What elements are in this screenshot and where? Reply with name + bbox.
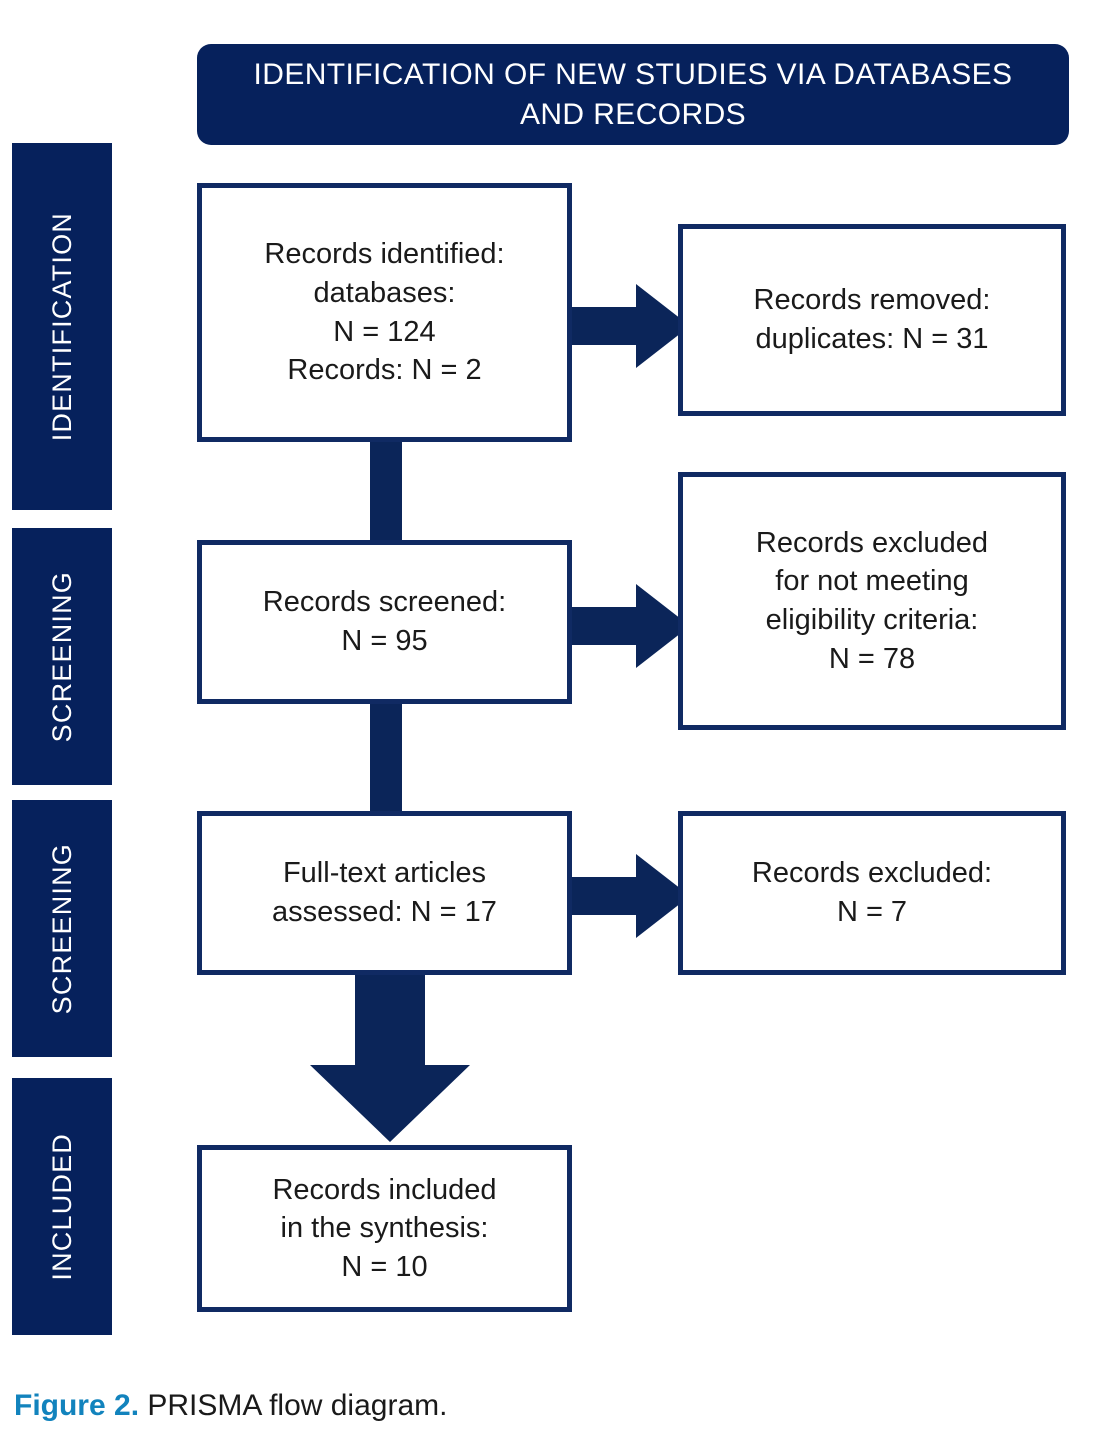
stage-band-screening-1: SCREENING bbox=[12, 528, 112, 785]
connector-identified-to-screened bbox=[370, 438, 402, 543]
box-records-identified-text: Records identified: databases: N = 124 R… bbox=[264, 238, 505, 387]
diagram-header-banner: IDENTIFICATION OF NEW STUDIES VIA DATABA… bbox=[197, 44, 1069, 145]
connector-screened-to-fulltext bbox=[370, 700, 402, 815]
stage-label-screening-2: SCREENING bbox=[46, 842, 77, 1015]
box-records-screened-text: Records screened: N = 95 bbox=[262, 586, 507, 657]
arrow-right-identified-to-removed bbox=[560, 284, 690, 368]
box-records-excluded-eligibility: Records excluded for not meeting eligibi… bbox=[678, 472, 1066, 730]
box-records-removed-text: Records removed: duplicates: N = 31 bbox=[753, 284, 991, 355]
stage-band-included: INCLUDED bbox=[12, 1078, 112, 1335]
stage-label-identification: IDENTIFICATION bbox=[46, 211, 77, 442]
arrow-down-fulltext-to-included bbox=[310, 970, 470, 1142]
stage-band-screening-2: SCREENING bbox=[12, 800, 112, 1057]
figure-caption-label: Figure 2. bbox=[14, 1389, 140, 1422]
figure-caption-text: PRISMA flow diagram. bbox=[139, 1389, 448, 1422]
figure-caption: Figure 2. PRISMA flow diagram. bbox=[14, 1389, 447, 1423]
diagram-header-title: IDENTIFICATION OF NEW STUDIES VIA DATABA… bbox=[253, 57, 1013, 131]
box-records-excluded-eligibility-text: Records excluded for not meeting eligibi… bbox=[755, 526, 989, 675]
arrow-right-fulltext-to-excluded bbox=[560, 854, 690, 938]
box-fulltext-assessed: Full-text articles assessed: N = 17 bbox=[197, 811, 572, 975]
box-records-included: Records included in the synthesis: N = 1… bbox=[197, 1145, 572, 1312]
stage-label-included: INCLUDED bbox=[46, 1132, 77, 1281]
box-records-excluded-fulltext-text: Records excluded: N = 7 bbox=[751, 857, 993, 928]
box-records-identified: Records identified: databases: N = 124 R… bbox=[197, 183, 572, 442]
box-fulltext-assessed-text: Full-text articles assessed: N = 17 bbox=[272, 857, 497, 928]
box-records-included-text: Records included in the synthesis: N = 1… bbox=[272, 1173, 497, 1283]
arrow-right-screened-to-excluded bbox=[560, 584, 690, 668]
box-records-excluded-fulltext: Records excluded: N = 7 bbox=[678, 811, 1066, 975]
box-records-removed: Records removed: duplicates: N = 31 bbox=[678, 224, 1066, 416]
stage-band-identification: IDENTIFICATION bbox=[12, 143, 112, 510]
stage-label-screening-1: SCREENING bbox=[46, 570, 77, 743]
box-records-screened: Records screened: N = 95 bbox=[197, 540, 572, 704]
